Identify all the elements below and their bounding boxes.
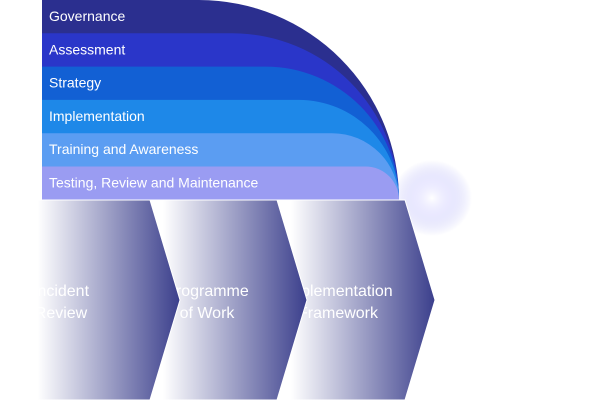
chevron-label-line: Incident bbox=[33, 283, 90, 300]
chevron-label-line: Implementation bbox=[283, 283, 392, 300]
chevron-shape bbox=[1, 199, 181, 401]
chevron-label-line: Framework bbox=[298, 305, 379, 322]
band-label-6: Testing, Review and Maintenance bbox=[49, 175, 259, 191]
band-label-5: Training and Awareness bbox=[49, 141, 198, 157]
chevron-label-line: Programme bbox=[165, 283, 249, 300]
band-label-1: Governance bbox=[49, 8, 125, 24]
chevron-label-line: Review bbox=[35, 305, 88, 322]
band-label-3: Strategy bbox=[49, 75, 101, 91]
band-label-layer: GovernanceAssessmentStrategyImplementati… bbox=[49, 8, 259, 191]
band-label-2: Assessment bbox=[49, 41, 125, 57]
center-glow bbox=[392, 160, 472, 236]
band-label-4: Implementation bbox=[49, 108, 145, 124]
chevron-label-line: of Work bbox=[180, 305, 236, 322]
